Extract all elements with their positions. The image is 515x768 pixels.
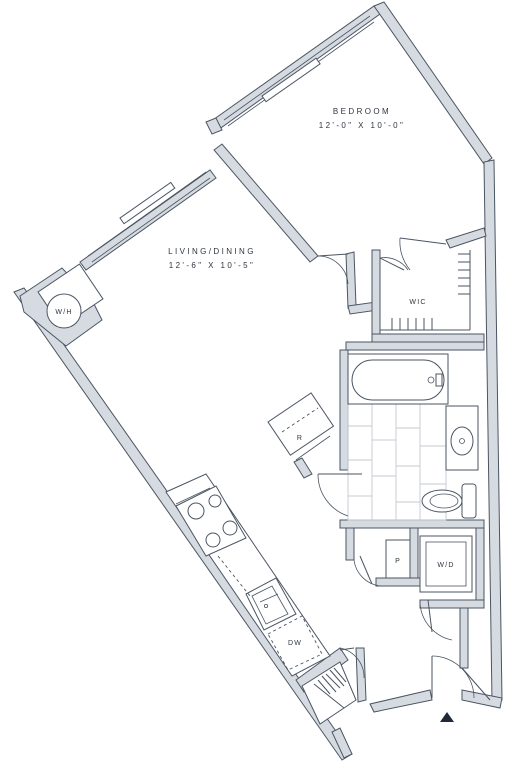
refrigerator: R [267,392,335,461]
water-heater-label: W/H [55,309,72,316]
closet-rod-right [458,253,470,295]
cooktop [175,485,247,557]
water-heater: W/H [37,263,104,329]
refrigerator-label: R [297,435,303,442]
washer-dryer: W/D [419,535,473,641]
entry-closet [301,647,365,725]
pantry: P [353,539,411,587]
bath-door [317,473,362,517]
walk-in-closet: WIC [379,237,471,331]
washer-dryer-label: W/D [437,562,454,569]
kitchen-sink [245,577,297,631]
closet-rod-bottom [391,318,433,330]
windows [87,15,375,263]
closet-label: WIC [409,299,426,306]
entry-door [431,655,491,701]
bathtub [347,353,449,405]
bedroom-name: BEDROOM [333,107,391,116]
living-dining-name: LIVING/DINING [168,247,256,256]
toilet [421,483,477,519]
kitchen-counter: DW [165,473,331,677]
living-dining-dimensions: 12'-6" X 10'-5" [169,261,256,270]
dishwasher-label: DW [288,640,302,647]
bedroom-dimensions: 12'-0" X 10'-0" [319,121,406,130]
dishwasher: DW [267,615,323,671]
bedroom-door [317,253,349,285]
bathroom [317,353,479,521]
north-marker-icon [440,712,454,722]
pantry-label: P [395,558,401,565]
bath-vanity [445,405,479,471]
